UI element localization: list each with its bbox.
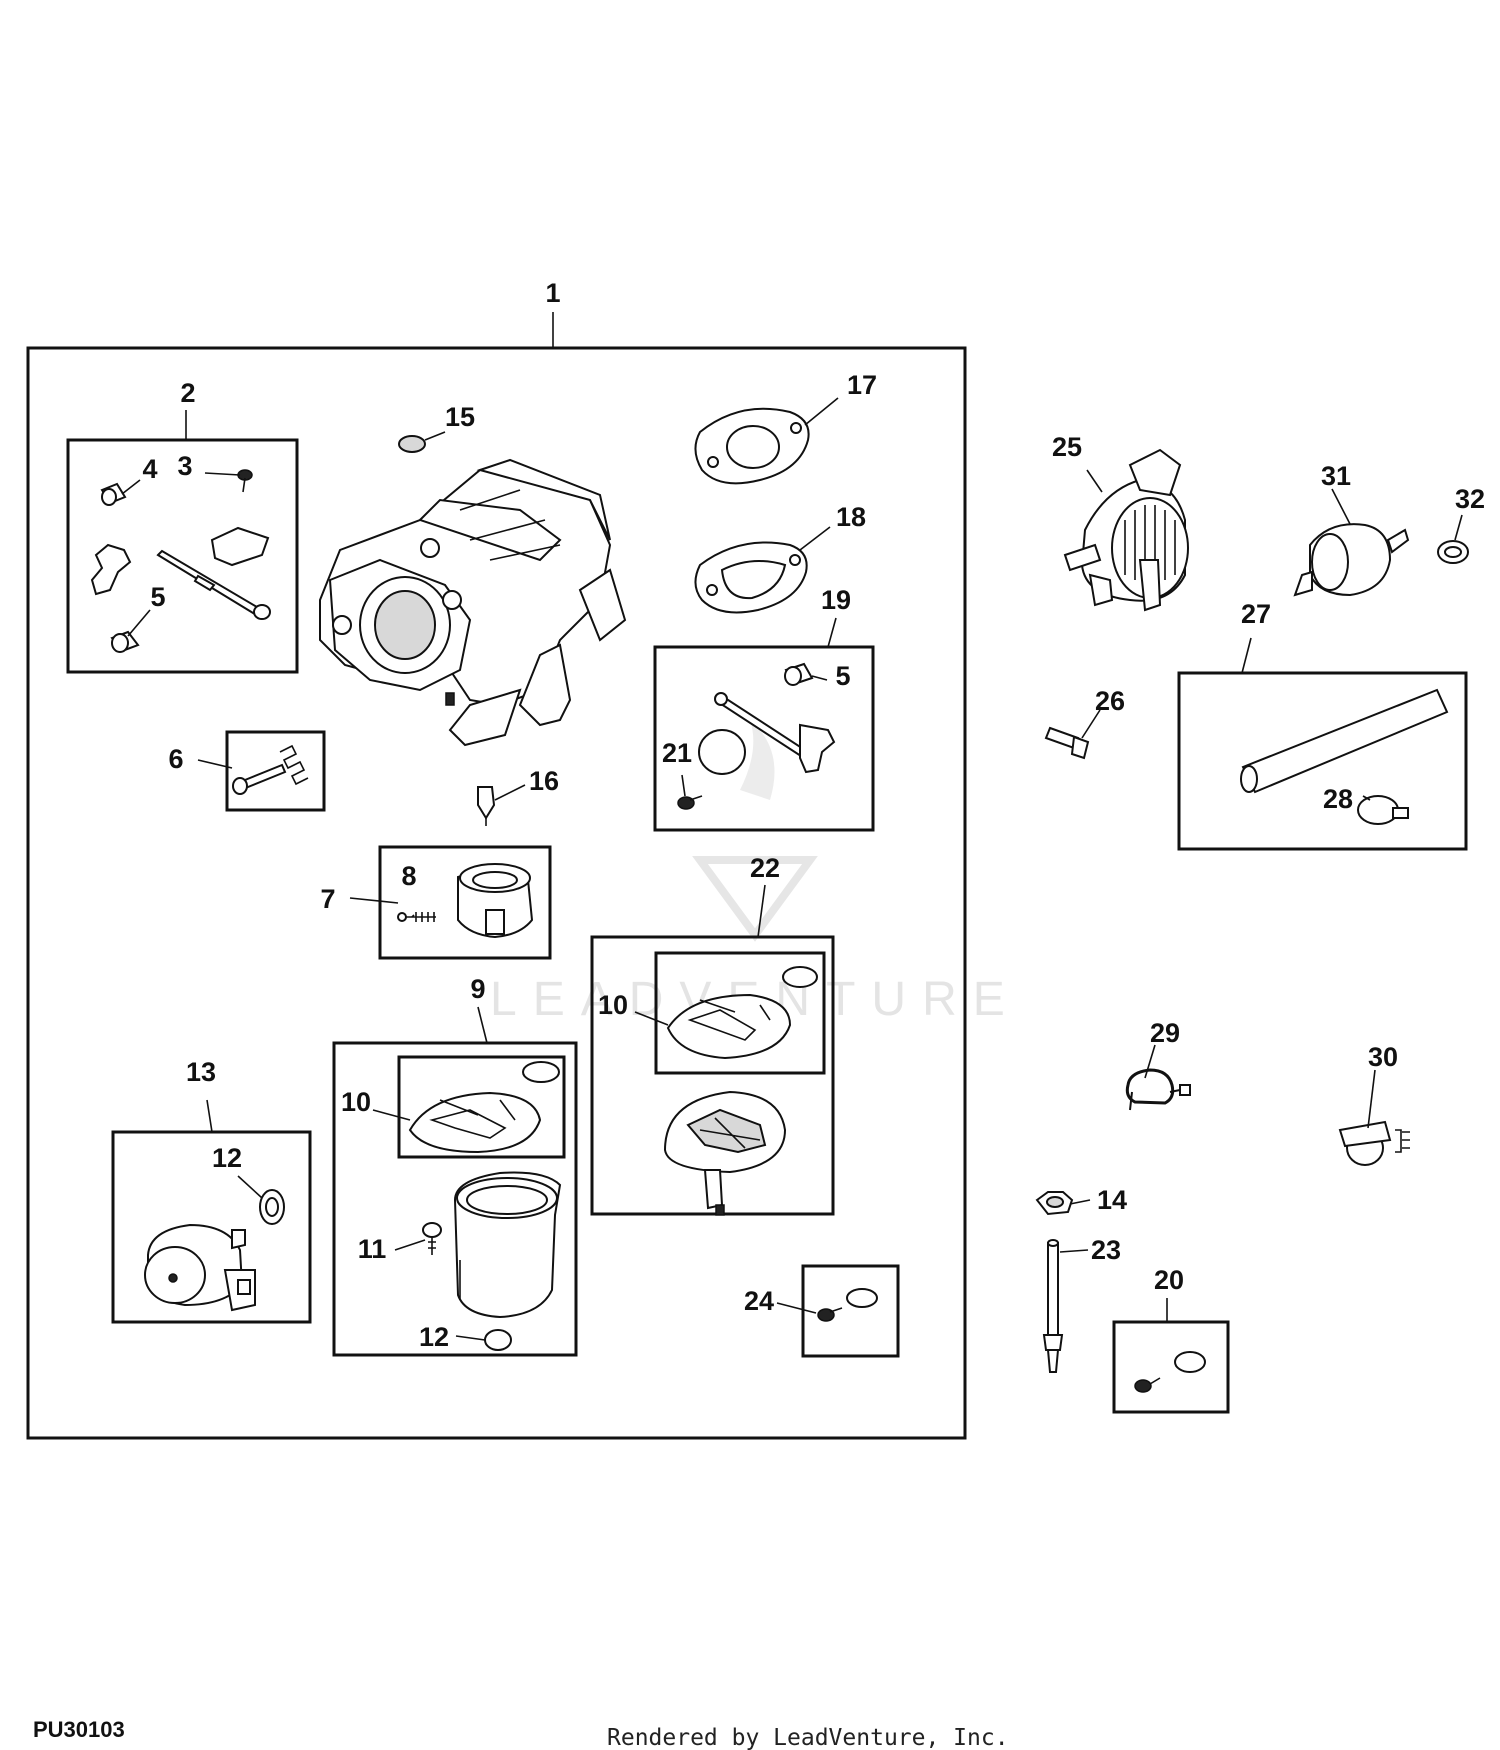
shaft-part-2c	[156, 549, 271, 620]
callout-10b: 10	[341, 1087, 371, 1117]
hose-part-27	[1240, 688, 1449, 794]
render-credit: Rendered by LeadVenture, Inc.	[607, 1725, 1009, 1750]
fuel-bowl-part-9	[453, 1171, 562, 1319]
kit-box-22-inner	[654, 951, 826, 1075]
callout-29: 29	[1150, 1018, 1180, 1048]
callout-11: 11	[358, 1234, 387, 1264]
plate-part-2b	[210, 526, 270, 567]
kit-box-9-inner	[397, 1055, 566, 1159]
callout-6: 6	[168, 744, 183, 774]
callout-32: 32	[1455, 484, 1485, 514]
kit-box-27	[1177, 671, 1468, 851]
screw-washer-part-20	[1134, 1351, 1206, 1393]
kit-box-9	[332, 1041, 578, 1357]
callout-7: 7	[320, 884, 335, 914]
screw-washer-part-24	[817, 1288, 878, 1322]
callout-25: 25	[1052, 432, 1082, 462]
fuel-pump-part-25	[1063, 448, 1189, 612]
callout-3: 3	[177, 451, 192, 481]
callout-1: 1	[545, 278, 560, 308]
choke-plate-part	[698, 729, 746, 775]
callout-12b: 12	[419, 1322, 449, 1352]
callout-5b: 5	[835, 661, 850, 691]
kit-box-20	[1112, 1320, 1230, 1414]
callout-31: 31	[1321, 461, 1351, 491]
lever-part-2a	[90, 543, 132, 596]
callout-labels: 1 2 3 4 5 5 6 7 8 9 10 10 11 12 12 13 14…	[142, 278, 1485, 1352]
kit-box-6	[225, 730, 326, 812]
gasket-part-17	[694, 407, 810, 485]
callout-19: 19	[821, 585, 851, 615]
callout-20: 20	[1154, 1265, 1184, 1295]
callout-10a: 10	[598, 990, 628, 1020]
plug-part-15	[398, 435, 426, 453]
clip-part-29	[1125, 1068, 1191, 1111]
callout-5a: 5	[150, 582, 165, 612]
kit-box-22	[590, 935, 835, 1216]
screw-spring-part-6	[232, 744, 309, 795]
kit-box-2	[66, 438, 299, 674]
stud-part-23	[1042, 1239, 1064, 1373]
callout-24: 24	[744, 1286, 774, 1316]
callout-2: 2	[180, 378, 195, 408]
callout-12a: 12	[212, 1143, 242, 1173]
callout-22: 22	[750, 853, 780, 883]
callout-13: 13	[186, 1057, 216, 1087]
screw-part-26	[1044, 726, 1090, 760]
callout-27: 27	[1241, 599, 1271, 629]
callout-14: 14	[1097, 1185, 1127, 1215]
shaft-part-19	[714, 692, 836, 774]
kit-box-7	[378, 845, 552, 960]
bushing-part-5b	[784, 662, 814, 686]
screw-part-11	[422, 1222, 442, 1255]
kit-box-24	[801, 1264, 900, 1358]
callout-23: 23	[1091, 1235, 1121, 1265]
bowl-plate-part-22	[663, 1090, 787, 1216]
screw-part-3	[237, 469, 253, 493]
callout-18: 18	[836, 502, 866, 532]
needle-part-16	[477, 786, 496, 826]
callout-15: 15	[445, 402, 475, 432]
fuel-filter-part-31	[1293, 523, 1410, 597]
callout-8: 8	[401, 861, 416, 891]
washer-part-12b	[259, 1189, 285, 1225]
callout-17: 17	[847, 370, 877, 400]
screw-part-21	[677, 795, 703, 810]
callout-26: 26	[1095, 686, 1125, 716]
diagram-code: PU30103	[33, 1717, 125, 1742]
pin-part-8	[397, 912, 436, 922]
gasket-part-10a	[666, 993, 792, 1060]
bushing-part-4	[100, 482, 127, 506]
float-part-7	[457, 863, 534, 939]
washer-part-12a	[484, 1329, 512, 1351]
callout-16: 16	[529, 766, 559, 796]
clamp-part-30	[1338, 1120, 1410, 1166]
callout-21: 21	[662, 738, 692, 768]
ring-part-22a	[782, 966, 818, 988]
callout-9: 9	[470, 974, 485, 1004]
carburetor-body-part	[319, 458, 627, 747]
solenoid-part-13	[144, 1223, 256, 1312]
callout-28: 28	[1323, 784, 1353, 814]
assembly-box-1	[26, 346, 967, 1440]
callout-30: 30	[1368, 1042, 1398, 1072]
gasket-part-18	[694, 541, 808, 614]
gasket-part-10b	[408, 1091, 542, 1154]
ring-part-9a	[522, 1061, 560, 1083]
washer-part-32	[1437, 540, 1469, 564]
clamp-part-28	[1357, 795, 1409, 825]
bushing-part-5a	[110, 630, 140, 653]
kit-box-19	[653, 645, 875, 832]
callout-4: 4	[142, 454, 157, 484]
nut-part-14	[1035, 1191, 1074, 1216]
leader-lines	[121, 397, 1463, 1341]
